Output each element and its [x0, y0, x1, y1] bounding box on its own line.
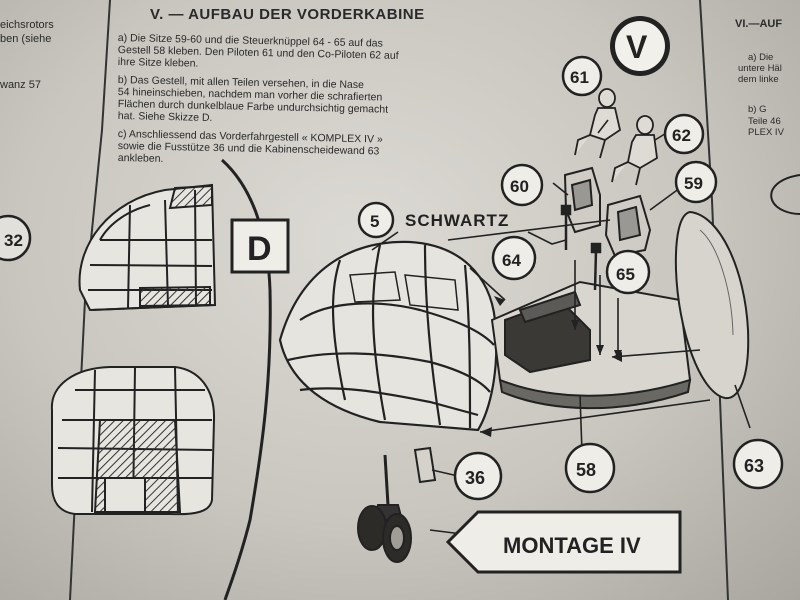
nose-canopy — [278, 240, 498, 432]
canopy-sketch-side — [78, 183, 217, 312]
callout-64: 64 — [491, 235, 537, 281]
pilot-figure-62 — [611, 115, 658, 186]
callout-text: 61 — [570, 68, 589, 87]
callout-60: 60 — [500, 163, 544, 207]
section-heading: V. — AUFBAU DER VORDERKABINE — [150, 6, 425, 23]
callout-61: 61 — [561, 55, 603, 97]
control-stick-65 — [590, 242, 602, 291]
callout-text: 5 — [370, 212, 379, 231]
callout-58: 58 — [564, 442, 616, 494]
sketch-divider-curve — [221, 158, 272, 600]
callout-text: 36 — [465, 468, 485, 488]
left-text-line: eichsrotors — [0, 19, 54, 31]
callout-circle — [0, 214, 32, 262]
callout-text: 60 — [510, 177, 529, 196]
sketch-label-box: D — [230, 218, 290, 274]
callout-text: 59 — [684, 174, 703, 193]
callout-text: 65 — [616, 265, 635, 284]
section-badge: V — [610, 16, 670, 76]
color-note-label: SCHWARTZ — [405, 211, 509, 230]
right-text-line: PLEX IV — [748, 127, 784, 138]
right-text-line: b) G — [748, 104, 767, 115]
footrest-36 — [413, 446, 437, 484]
arrow-heads — [480, 296, 622, 437]
callout-text: 58 — [576, 460, 596, 480]
callout-65: 65 — [605, 249, 651, 295]
partition-wall-63 — [674, 210, 750, 400]
callout-text: 63 — [744, 456, 764, 476]
callout-5: 5 — [357, 201, 395, 239]
left-text-line: ben (siehe — [0, 33, 52, 45]
svg-text:V: V — [626, 29, 648, 65]
right-text-line: a) Die — [748, 52, 774, 63]
callout-text: 64 — [502, 251, 521, 270]
canopy-sketch-front — [50, 366, 216, 516]
right-text-line: dem linke — [738, 74, 779, 85]
svg-text:D: D — [247, 230, 272, 268]
seat-59 — [604, 194, 652, 258]
callout-59: 59 — [674, 160, 718, 204]
montage-arrow-box: MONTAGE IV — [445, 510, 682, 574]
column-divider-right — [699, 0, 729, 600]
right-text-line: Teile 46 — [748, 116, 781, 127]
right-text-line: untere Häl — [738, 63, 782, 74]
left-text-line: wanz 57 — [0, 79, 41, 91]
svg-text:MONTAGE IV: MONTAGE IV — [503, 533, 641, 558]
section-vi-heading: VI.—AUF — [735, 18, 783, 30]
next-section-part-edge — [770, 174, 800, 215]
callout-text: 32 — [4, 231, 23, 250]
callout-63: 63 — [732, 438, 784, 490]
cockpit-frame — [490, 280, 692, 410]
callout-36: 36 — [453, 451, 503, 501]
callout-62: 62 — [663, 113, 705, 155]
nose-landing-gear — [357, 454, 412, 563]
pilot-figure-61 — [574, 88, 622, 159]
control-stick-64 — [560, 204, 572, 250]
callout-text: 62 — [672, 126, 691, 145]
